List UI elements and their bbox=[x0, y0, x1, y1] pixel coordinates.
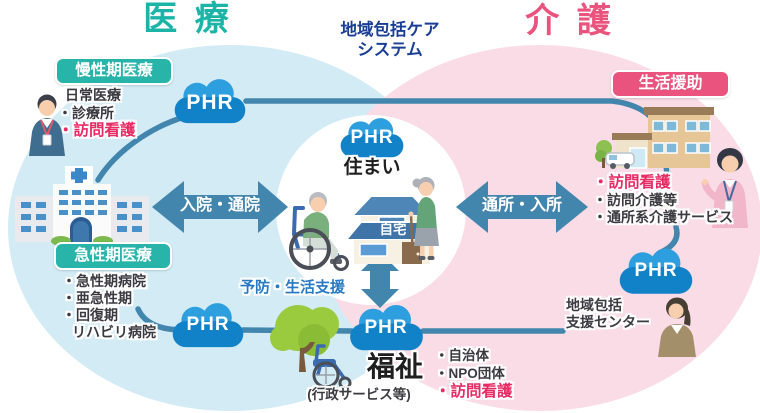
list-item: ・診療所 bbox=[58, 105, 114, 121]
acute-care-list: ・急性期病院 ・亜急性期 ・回復期 リハビリ病院 bbox=[62, 273, 156, 341]
arrow-dayservice bbox=[456, 181, 588, 233]
phr-label-top-left: PHR bbox=[186, 91, 234, 114]
title-care: 介 護 bbox=[525, 2, 615, 40]
welfare-list: ・自治体 ・NPO団体 ・訪問看護 bbox=[435, 347, 513, 401]
dayservice-flow-label: 通所・入所 bbox=[481, 197, 562, 214]
list-item: 日常医療 bbox=[65, 87, 121, 103]
home-label: 自宅 bbox=[379, 222, 407, 237]
phr-label-right: PHR bbox=[634, 260, 678, 281]
list-item: ・自治体 bbox=[435, 348, 489, 363]
list-item: ・亜急性期 bbox=[62, 290, 132, 306]
arrow-inpatient bbox=[152, 181, 288, 233]
label-line: 地域包括 bbox=[566, 297, 622, 313]
chronic-care-list: 日常医療 ・診療所 ・訪問看護 bbox=[58, 86, 136, 140]
phr-label-center: PHR bbox=[350, 127, 394, 148]
list-item: リハビリ病院 bbox=[72, 324, 156, 340]
inpatient-flow-label: 入院・通院 bbox=[179, 197, 260, 214]
care-service-list: ・訪問看護 ・訪問介護等 ・通所系介護サービス bbox=[593, 174, 733, 227]
housing-label: 住まい bbox=[343, 157, 401, 178]
label-line: 支援センター bbox=[566, 313, 650, 330]
prevention-label: 予防・生活支援 bbox=[240, 279, 346, 296]
community-support-center-label: 地域包括 支援センター bbox=[566, 297, 676, 330]
phr-label-bottom-left: PHR bbox=[186, 314, 230, 335]
list-item: ・NPO団体 bbox=[435, 366, 505, 381]
list-item: ・訪問介護等 bbox=[593, 191, 677, 208]
tree-icon bbox=[270, 305, 339, 372]
title-medical: 医 療 bbox=[143, 0, 233, 38]
chronic-care-badge: 慢性期医療 bbox=[55, 57, 173, 85]
system-title-line1: 地域包括ケア bbox=[340, 21, 440, 39]
welfare-label: 福祉 bbox=[366, 351, 423, 382]
female-nurse-icon bbox=[701, 148, 748, 228]
phr-label-bottom-center: PHR bbox=[364, 317, 408, 338]
welfare-sub-label: (行政サービス等) bbox=[307, 387, 411, 402]
life-support-badge: 生活援助 bbox=[611, 70, 730, 98]
system-title-line2: システム bbox=[357, 41, 423, 59]
care-facility-icon bbox=[595, 107, 714, 169]
list-item-highlight: ・訪問看護 bbox=[593, 174, 671, 191]
wheelchair-icon bbox=[312, 344, 352, 390]
social-worker-icon bbox=[658, 297, 696, 357]
list-item: ・通所系介護サービス bbox=[593, 209, 733, 225]
list-item-highlight: ・訪問看護 bbox=[435, 383, 513, 400]
male-nurse-icon bbox=[29, 94, 65, 156]
acute-care-badge: 急性期医療 bbox=[54, 242, 172, 270]
elderly-man-wheelchair-icon bbox=[289, 192, 349, 271]
list-item: ・急性期病院 bbox=[62, 273, 146, 289]
list-item-highlight: ・訪問看護 bbox=[58, 122, 136, 139]
flow-arrows bbox=[152, 181, 588, 308]
elderly-woman-icon bbox=[408, 177, 439, 260]
arrow-vertical bbox=[361, 252, 399, 308]
list-item: ・回復期 bbox=[62, 307, 118, 323]
